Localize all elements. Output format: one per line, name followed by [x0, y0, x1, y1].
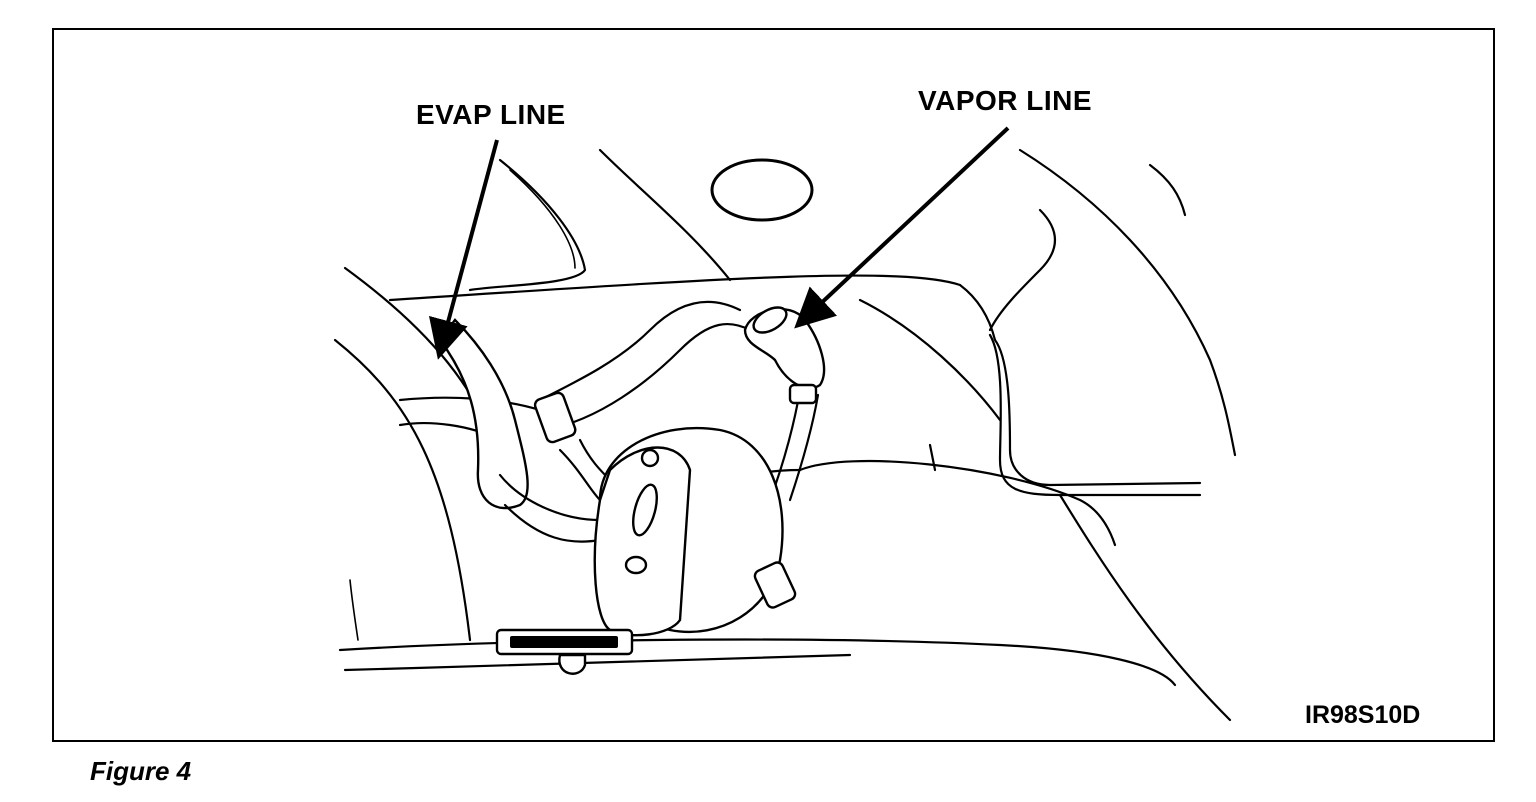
- evap-hose: [438, 300, 752, 543]
- vapor-connector: [743, 306, 826, 572]
- figure-caption: Figure 4: [90, 756, 192, 786]
- vapor-line-arrow: [794, 126, 1010, 329]
- figure-frame: [52, 28, 1495, 742]
- evap-line-arrow: [428, 139, 499, 360]
- filler-cap: [710, 158, 814, 222]
- vapor-line-label: VAPOR LINE: [918, 85, 1093, 116]
- figure-id: IR98S10D: [1305, 701, 1421, 729]
- purge-valve: [593, 426, 797, 637]
- evap-line-label: EVAP LINE: [416, 99, 566, 130]
- mounting-bracket: [495, 628, 634, 675]
